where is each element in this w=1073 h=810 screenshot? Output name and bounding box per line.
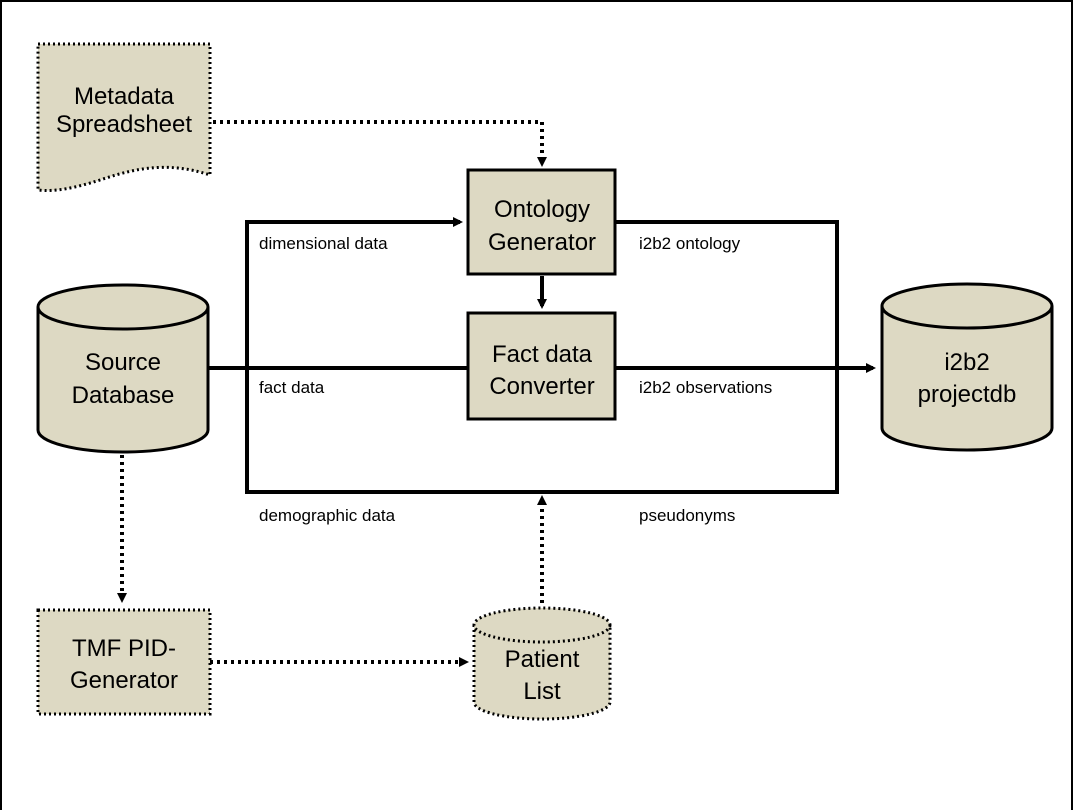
fact-data-converter-box <box>466 311 617 421</box>
metadata-spreadsheet-line2: Spreadsheet <box>56 111 192 138</box>
fact-data-converter-line2: Converter <box>489 373 594 400</box>
node-i2b2-projectdb: i2b2 projectdb <box>880 282 1054 452</box>
label-demographic-data: demographic data <box>259 506 396 525</box>
document-shape <box>36 42 212 192</box>
i2b2-projectdb-cylinder-top <box>880 282 1054 330</box>
node-ontology-generator: Ontology Generator <box>466 168 617 276</box>
edge-metadata-to-ontology <box>213 120 547 167</box>
node-patient-list: Patient List <box>472 606 612 721</box>
label-i2b2-observations: i2b2 observations <box>639 378 772 397</box>
patient-list-cylinder-top <box>472 606 612 644</box>
source-database-cylinder <box>36 307 210 454</box>
label-i2b2-ontology: i2b2 ontology <box>639 234 741 253</box>
source-database-cylinder-top <box>36 283 210 331</box>
label-pseudonyms: pseudonyms <box>639 506 735 525</box>
metadata-spreadsheet-line1: Metadata <box>74 83 175 110</box>
tmf-pid-generator-box <box>36 608 212 716</box>
i2b2-projectdb-line2: projectdb <box>918 381 1017 408</box>
node-tmf-pid-generator: TMF PID- Generator <box>36 608 212 716</box>
ontology-generator-line2: Generator <box>488 229 596 256</box>
source-database-line1: Source <box>85 349 161 376</box>
node-fact-data-converter: Fact data Converter <box>466 311 617 421</box>
node-source-database: Source Database <box>36 283 210 454</box>
patient-list-line2: List <box>523 678 561 705</box>
i2b2-projectdb-cylinder <box>880 306 1054 452</box>
ontology-generator-line1: Ontology <box>494 196 590 223</box>
edge-i2b2-ontology <box>615 220 839 368</box>
source-database-line2: Database <box>72 382 175 409</box>
tmf-pid-generator-line2: Generator <box>70 667 178 694</box>
ontology-generator-box <box>466 168 617 276</box>
patient-list-line1: Patient <box>505 646 580 673</box>
edge-demographic-data <box>245 368 839 494</box>
edge-dimensional-data <box>245 217 463 368</box>
label-fact-data: fact data <box>259 378 325 397</box>
tmf-pid-generator-line1: TMF PID- <box>72 635 176 662</box>
label-dimensional-data: dimensional data <box>259 234 388 253</box>
fact-data-converter-line1: Fact data <box>492 341 593 368</box>
patient-list-cylinder <box>472 625 612 721</box>
i2b2-projectdb-line1: i2b2 <box>944 349 989 376</box>
node-metadata-spreadsheet: Metadata Spreadsheet <box>36 42 212 192</box>
